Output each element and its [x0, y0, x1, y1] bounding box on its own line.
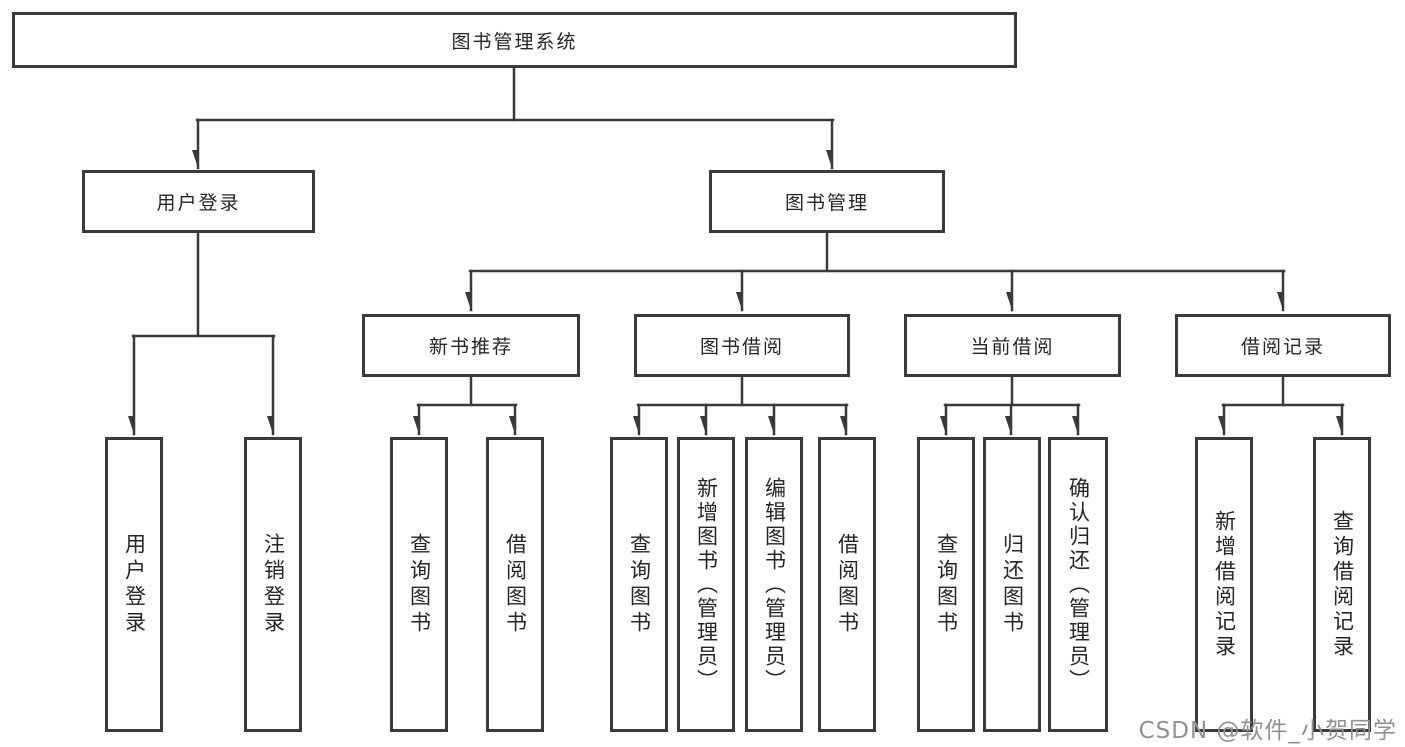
node-label: 用户登录 — [156, 192, 241, 214]
leaf-query-books-current: 查询图书 — [917, 437, 975, 732]
leaf-borrow-books-recommend: 借阅图书 — [486, 437, 544, 732]
leaf-confirm-return-admin: 确认归还（管理员） — [1048, 437, 1108, 732]
node-new-book-recommend: 新书推荐 — [362, 314, 580, 377]
leaf-edit-books-admin: 编辑图书（管理员） — [745, 437, 803, 732]
node-label: 图书管理 — [784, 192, 869, 214]
node-label: 图书管理系统 — [451, 30, 578, 53]
leaf-user-login: 用户登录 — [105, 437, 163, 732]
leaf-add-books-admin: 新增图书（管理员） — [677, 437, 735, 732]
node-label: 新书推荐 — [428, 336, 513, 358]
node-book-management-branch: 图书管理 — [709, 170, 945, 233]
leaf-logout: 注销登录 — [244, 437, 302, 732]
leaf-query-books-recommend: 查询图书 — [390, 437, 448, 732]
leaf-borrow-books: 借阅图书 — [818, 437, 876, 732]
leaf-query-books-borrowing: 查询图书 — [610, 437, 668, 732]
node-book-borrowing: 图书借阅 — [634, 314, 850, 377]
node-label: 当前借阅 — [970, 336, 1055, 358]
node-current-borrowing: 当前借阅 — [904, 314, 1121, 377]
leaf-return-books: 归还图书 — [983, 437, 1041, 732]
node-label: 图书借阅 — [699, 336, 784, 358]
node-library-management-system: 图书管理系统 — [12, 12, 1017, 68]
csdn-watermark: CSDN @软件_小贺同学 — [1138, 718, 1397, 744]
node-label: 借阅记录 — [1240, 336, 1325, 358]
node-borrowing-records: 借阅记录 — [1175, 314, 1391, 377]
leaf-query-borrow-record: 查询借阅记录 — [1313, 437, 1371, 732]
leaf-add-borrow-record: 新增借阅记录 — [1195, 437, 1253, 732]
node-user-login-branch: 用户登录 — [82, 170, 315, 233]
